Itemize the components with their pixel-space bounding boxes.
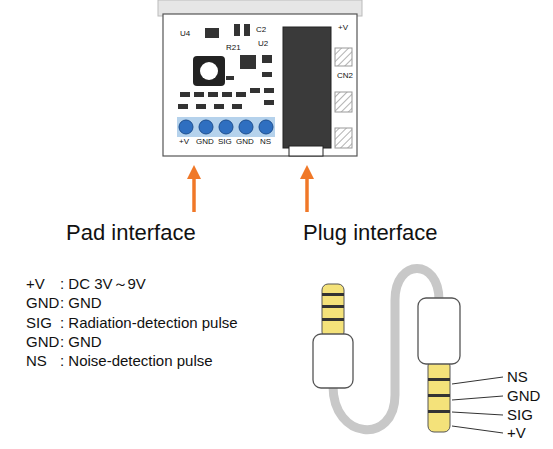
pin-name: GND [26, 295, 59, 312]
pin-name: NS [26, 353, 47, 370]
pin-name: SIG [218, 138, 232, 147]
pin-name: SIG [507, 407, 533, 424]
jack-opening [289, 146, 323, 156]
pin-name: GND [26, 334, 59, 351]
heading: Pad interface [66, 221, 196, 245]
audio-jack [283, 27, 331, 148]
pin-name: GND [236, 138, 254, 147]
pin-name: +V [507, 425, 526, 442]
silkscreen-label: CN2 [337, 72, 353, 81]
pin-description: : Radiation-detection pulse [60, 315, 238, 332]
pin-name: GND [196, 138, 214, 147]
pin-name: +V [26, 276, 45, 293]
pin-description: : DC 3V～9V [60, 276, 146, 293]
pin-name: NS [260, 138, 271, 147]
leader-lines [452, 377, 503, 433]
heading: Plug interface [303, 221, 438, 245]
silkscreen-label: U4 [180, 30, 190, 39]
pin-description: : GND [60, 295, 102, 312]
pin-name: SIG [26, 315, 52, 332]
silkscreen-label: +V [338, 24, 348, 33]
pin-description: : Noise-detection pulse [60, 353, 213, 370]
silkscreen-label: C2 [256, 26, 266, 35]
pcb-board [163, 14, 357, 156]
pad-area [177, 117, 275, 137]
pointer-arrow [192, 172, 196, 212]
pin-description: : GND [60, 334, 102, 351]
silkscreen-label: R21 [226, 44, 241, 53]
pin-name: NS [507, 369, 528, 386]
pointer-arrow [305, 172, 309, 212]
inductor [193, 56, 225, 86]
left-plug [313, 284, 353, 388]
pads [179, 120, 273, 134]
smd-components [178, 24, 274, 109]
silkscreen-label: U2 [258, 40, 268, 49]
pin-name: GND [507, 388, 540, 405]
pin-name: +V [179, 138, 189, 147]
